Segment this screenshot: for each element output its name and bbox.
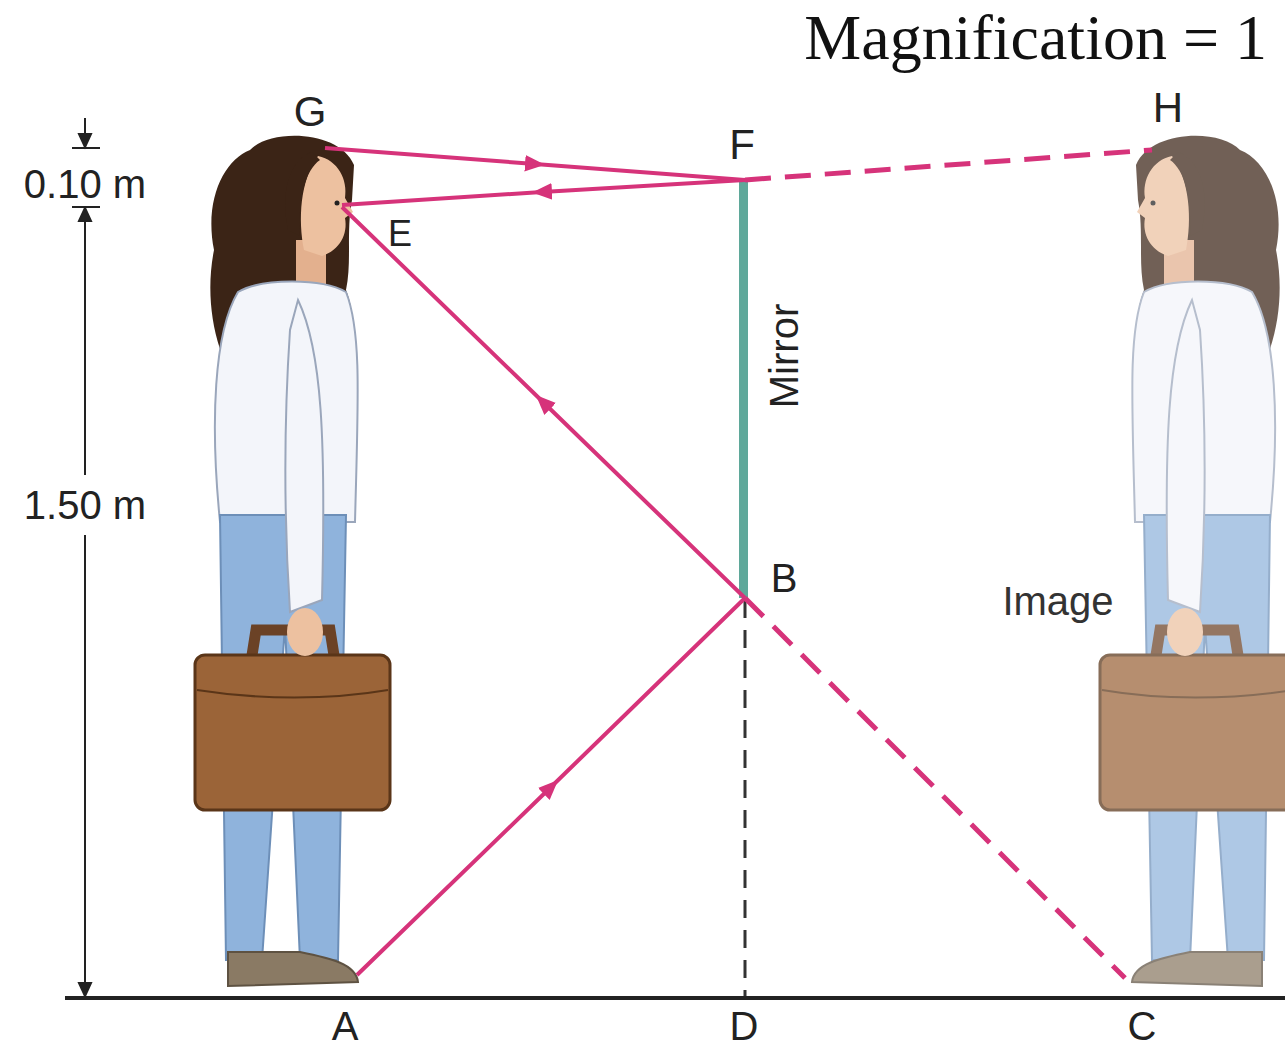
point-label: D [730,1006,759,1046]
mirror-label: Mirror [764,304,804,408]
magnification-title: Magnification = 1 [804,6,1267,70]
dimension-label: 1.50 m [21,483,149,527]
dimension-label: 0.10 m [21,162,149,206]
point-label: G [294,91,327,133]
point-label: C [1128,1006,1157,1046]
point-label: B [771,558,798,598]
point-label: H [1153,87,1183,129]
point-label: F [729,124,755,166]
point-label: E [388,216,412,252]
image-label: Image [1002,581,1113,621]
point-label: A [332,1006,359,1046]
